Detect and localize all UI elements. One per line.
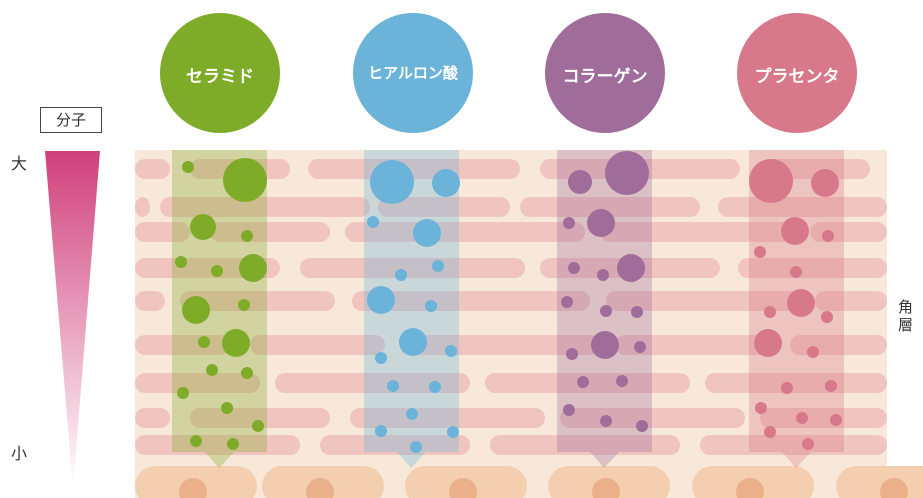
molecule-dot	[182, 161, 194, 173]
molecule-dot	[781, 217, 809, 245]
molecule-dot	[796, 412, 808, 424]
molecule-dot	[387, 380, 399, 392]
molecule-dot	[568, 170, 592, 194]
molecule-dot	[764, 306, 776, 318]
molecule-dot	[399, 328, 427, 356]
molecule-dot	[370, 160, 414, 204]
molecule-dot	[802, 438, 814, 450]
molecule-dot	[807, 346, 819, 358]
legend-large-label: 大	[11, 150, 27, 174]
molecule-dot	[241, 230, 253, 242]
molecule-dot	[617, 254, 645, 282]
molecule-dot	[177, 387, 189, 399]
molecule-dot	[367, 216, 379, 228]
molecule-dot	[561, 296, 573, 308]
molecule-dot	[413, 219, 441, 247]
molecule-dot	[566, 348, 578, 360]
molecule-dot	[375, 352, 387, 364]
cell-bar	[135, 159, 170, 179]
molecule-dot	[790, 266, 802, 278]
molecule-size-gradient	[45, 151, 100, 488]
molecule-dot	[587, 209, 615, 237]
molecule-dot	[432, 260, 444, 272]
legend-title: 分子	[40, 107, 102, 133]
molecule-dot	[375, 425, 387, 437]
ingredient-name: セラミド	[160, 62, 280, 87]
molecule-dot	[563, 217, 575, 229]
molecule-dot	[781, 382, 793, 394]
molecule-dot	[825, 380, 837, 392]
molecule-dot	[822, 230, 834, 242]
cell-bar	[135, 291, 165, 311]
molecule-dot	[568, 262, 580, 274]
stratum-corneum-label: 角 層	[898, 298, 916, 334]
molecule-dot	[597, 269, 609, 281]
molecule-dot	[811, 169, 839, 197]
molecule-dot	[605, 151, 649, 195]
molecule-dot	[830, 414, 842, 426]
molecule-dot	[563, 404, 575, 416]
ingredient-name: ヒアルロン酸	[353, 62, 473, 83]
molecule-dot	[445, 345, 457, 357]
molecule-dot	[222, 329, 250, 357]
ingredient-name: プラセンタ	[737, 62, 857, 87]
molecule-dot	[425, 300, 437, 312]
molecule-dot	[182, 296, 210, 324]
molecule-dot	[238, 299, 250, 311]
molecule-dot	[754, 246, 766, 258]
bottom-cell	[836, 466, 923, 498]
molecule-dot	[190, 435, 202, 447]
ingredient-name: コラーゲン	[545, 62, 665, 87]
molecule-dot	[395, 269, 407, 281]
molecule-dot	[754, 329, 782, 357]
molecule-dot	[206, 364, 218, 376]
molecule-dot	[241, 367, 253, 379]
molecule-dot	[600, 305, 612, 317]
molecule-dot	[410, 441, 422, 453]
molecule-dot	[252, 420, 264, 432]
molecule-dot	[634, 341, 646, 353]
cell-bar	[135, 408, 170, 428]
molecule-dot	[367, 286, 395, 314]
molecule-dot	[175, 256, 187, 268]
molecule-dot	[432, 169, 460, 197]
molecule-dot	[239, 254, 267, 282]
molecule-dot	[764, 426, 776, 438]
molecule-dot	[227, 438, 239, 450]
molecule-dot	[821, 311, 833, 323]
molecule-dot	[591, 331, 619, 359]
molecule-dot	[749, 159, 793, 203]
cell-bar	[135, 197, 150, 217]
molecule-dot	[190, 214, 216, 240]
molecule-dot	[429, 381, 441, 393]
molecule-dot	[211, 265, 223, 277]
molecule-dot	[631, 306, 643, 318]
molecule-dot	[787, 289, 815, 317]
molecule-dot	[447, 426, 459, 438]
molecule-dot	[600, 415, 612, 427]
molecule-dot	[616, 375, 628, 387]
molecule-dot	[198, 336, 210, 348]
molecule-dot	[223, 158, 267, 202]
legend-small-label: 小	[11, 440, 27, 464]
molecule-dot	[636, 420, 648, 432]
molecule-dot	[755, 402, 767, 414]
molecule-dot	[577, 376, 589, 388]
molecule-dot	[221, 402, 233, 414]
molecule-dot	[406, 408, 418, 420]
